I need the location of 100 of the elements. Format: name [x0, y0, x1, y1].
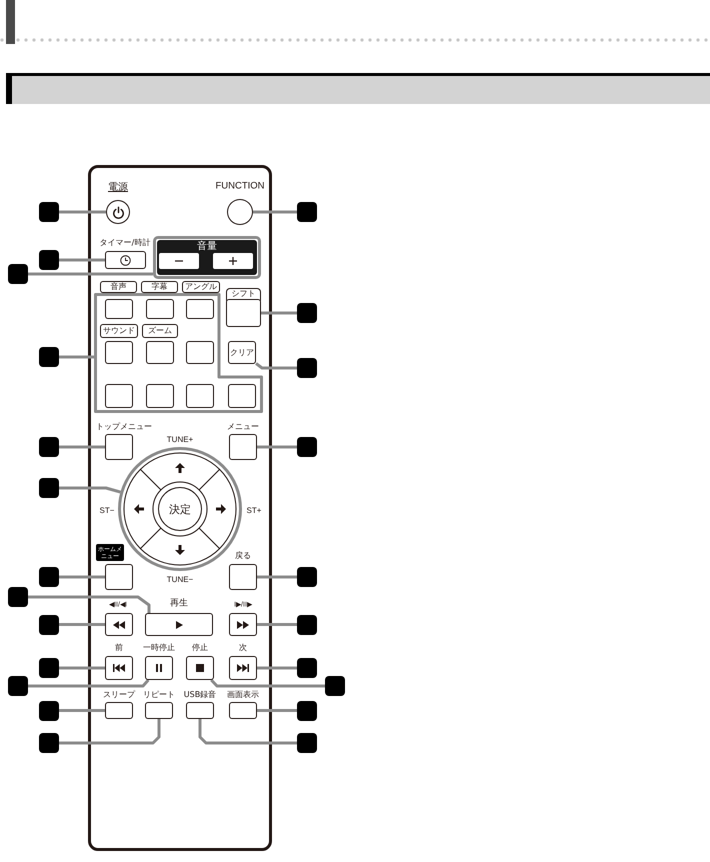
key-frame — [226, 288, 261, 327]
callout-marker — [39, 478, 59, 498]
remote-button — [229, 702, 257, 719]
callout-marker — [297, 358, 317, 378]
remote-button — [228, 384, 256, 408]
remote-button — [229, 564, 257, 590]
remote-button — [105, 341, 133, 364]
button-label: 次 — [239, 644, 247, 652]
callout-marker — [8, 676, 28, 696]
remote-button — [146, 384, 174, 408]
callout-marker — [297, 437, 317, 457]
button-label: タイマー/時計 — [100, 239, 150, 247]
leader-line — [59, 623, 105, 626]
leader-line — [28, 596, 150, 613]
remote-button — [226, 299, 261, 327]
leader-line — [59, 356, 94, 358]
button-label: 画面表示 — [227, 691, 259, 699]
remote-button — [105, 702, 133, 719]
leader-line — [210, 678, 325, 688]
leader-line — [198, 719, 297, 744]
callout-marker — [297, 614, 317, 634]
leader-line — [59, 258, 105, 262]
callout-marker — [39, 250, 59, 270]
leader-line — [59, 576, 105, 578]
round-button — [106, 200, 130, 224]
button-label: FUNCTION — [215, 181, 265, 191]
callout-marker — [39, 700, 59, 720]
key-label-tab: サウンド — [100, 324, 138, 338]
leader-line — [257, 446, 297, 448]
remote-button — [146, 341, 174, 364]
callout-marker — [297, 658, 317, 678]
key-label-tab: 字幕 — [141, 281, 178, 293]
callout-marker — [39, 437, 59, 457]
callout-marker — [297, 733, 317, 753]
remote-button — [145, 656, 173, 680]
callout-marker — [297, 303, 317, 323]
remote-button — [186, 299, 214, 319]
button-label: トップメニュー — [96, 423, 152, 431]
remote-button — [105, 656, 133, 680]
remote-button — [105, 613, 133, 636]
leader-line — [257, 576, 297, 578]
key-label: 音量 — [197, 242, 217, 252]
direction-label: TUNE− — [166, 576, 194, 584]
leader-line — [59, 446, 105, 448]
button-label: 戻る — [235, 552, 251, 560]
button-label: 一時停止 — [143, 644, 175, 652]
remote-button: クリア — [228, 341, 256, 364]
section-band — [6, 73, 710, 104]
direction-label: ST+ — [246, 507, 262, 515]
leader-line — [28, 679, 150, 688]
remote-button — [105, 564, 133, 590]
leader-line — [257, 709, 297, 712]
remote-button — [186, 384, 214, 408]
leader-line — [59, 210, 106, 214]
leader-line — [261, 312, 297, 314]
callout-marker — [39, 614, 59, 634]
button-label: リピート — [143, 691, 175, 699]
callout-marker — [39, 567, 59, 587]
leader-line — [59, 666, 105, 670]
remote-button — [105, 299, 133, 319]
leader-line — [253, 210, 297, 214]
remote-button — [105, 384, 133, 408]
leader-line — [59, 486, 121, 494]
callout-marker — [297, 202, 317, 222]
remote-button — [186, 341, 214, 364]
remote-button — [186, 656, 214, 680]
remote-button — [105, 251, 146, 269]
leader-line — [257, 623, 297, 626]
leader-line — [255, 362, 297, 370]
direction-label: ST− — [100, 507, 114, 515]
leader-line — [257, 666, 297, 670]
button-label: USB録音 — [184, 691, 216, 699]
volume-button — [159, 253, 199, 269]
key-label-tab: アングル — [182, 281, 220, 293]
callout-marker — [297, 700, 317, 720]
remote-button — [229, 434, 257, 460]
callout-marker — [297, 567, 317, 587]
button-label: メニュー — [227, 423, 259, 431]
button-label: 前 — [115, 644, 123, 652]
volume-button — [213, 253, 253, 269]
callout-marker — [39, 658, 59, 678]
remote-button — [105, 434, 133, 460]
button-label: 再生 — [170, 600, 188, 608]
key-label: シフト — [232, 290, 256, 298]
round-button — [227, 199, 253, 225]
callout-marker — [39, 733, 59, 753]
remote-button — [186, 702, 214, 719]
direction-label: TUNE+ — [166, 436, 194, 444]
button-label: スリープ — [103, 691, 135, 699]
button-label: 電源 — [108, 183, 128, 193]
remote-button — [229, 656, 257, 680]
callout-marker — [39, 347, 59, 367]
button-label: 停止 — [192, 644, 208, 652]
callout-marker — [8, 587, 28, 607]
key-label-tab: 音声 — [100, 281, 137, 293]
leader-line — [59, 709, 105, 712]
remote-button — [229, 613, 257, 636]
callout-marker — [39, 202, 59, 222]
remote-button — [145, 702, 173, 719]
remote-button — [145, 613, 213, 636]
